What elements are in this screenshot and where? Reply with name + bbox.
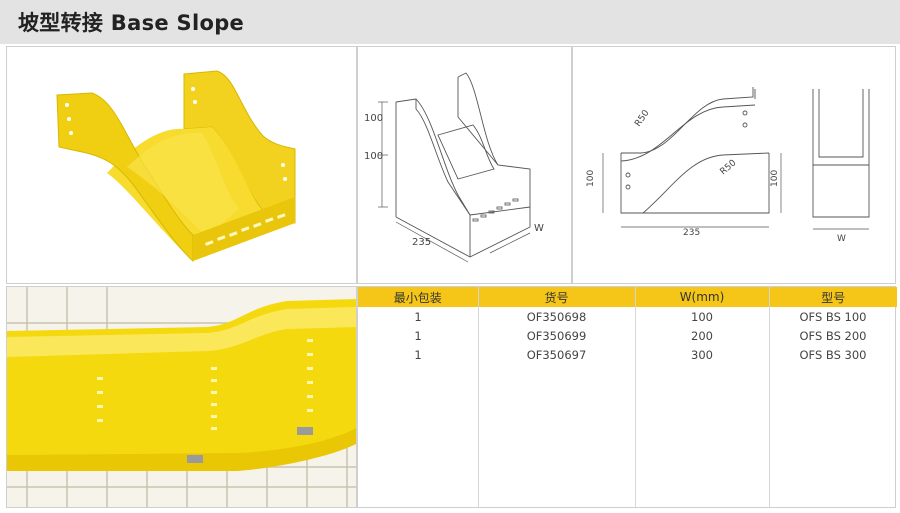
dim-height-top: 100: [364, 113, 383, 124]
dim-height-mid: 100: [364, 151, 383, 162]
spec-table: 最小包装 货号 W(mm) 型号 1 OF350698 100 OFS BS 1…: [357, 286, 897, 508]
radius-top-label: R50: [633, 108, 652, 128]
table-header-row: 最小包装 货号 W(mm) 型号: [358, 287, 897, 307]
dim-length: 235: [412, 237, 431, 248]
header-item-number: 货号: [478, 287, 636, 307]
slot-holes: [204, 213, 286, 246]
length-label: 235: [683, 228, 700, 238]
cell-model: OFS BS 200: [799, 328, 867, 343]
column-divider: [478, 287, 479, 507]
cell-width: 300: [691, 347, 713, 362]
cell-min-package: 1: [414, 347, 422, 362]
installation-photo: [6, 286, 357, 508]
header-width: W(mm): [635, 287, 770, 307]
table-row: 1 OF350698 100 OFS BS 100: [358, 307, 897, 326]
cell-model: OFS BS 100: [799, 309, 867, 324]
radius-bottom-label: R50: [719, 158, 739, 177]
mount-holes: [65, 87, 287, 181]
cell-model: OFS BS 300: [799, 347, 867, 362]
table-row: 1 OF350697 300 OFS BS 300: [358, 345, 897, 364]
cell-width: 100: [691, 309, 713, 324]
column-divider: [635, 287, 636, 507]
isometric-drawing: 100 100 235 W: [357, 46, 572, 284]
height-right-label: 100: [770, 170, 780, 187]
cell-min-package: 1: [414, 309, 422, 324]
cell-item-number: OF350697: [526, 347, 587, 362]
cell-width: 200: [691, 328, 713, 343]
cell-item-number: OF350698: [526, 309, 587, 324]
installation-illustration: [7, 287, 356, 507]
dim-width: W: [534, 223, 544, 234]
side-view-drawing: R50 R50 100 100 235 W: [572, 46, 896, 284]
end-width-label: W: [837, 234, 846, 244]
isometric-drawing-svg: 100 100 235 W: [364, 72, 544, 263]
column-divider: [769, 287, 770, 507]
header-min-package: 最小包装: [358, 287, 479, 307]
header-model: 型号: [769, 287, 897, 307]
side-view-drawing-svg: R50 R50 100 100 235 W: [586, 87, 870, 244]
cell-min-package: 1: [414, 328, 422, 343]
page-header: 坡型转接 Base Slope: [0, 0, 900, 44]
cell-item-number: OF350699: [526, 328, 587, 343]
height-left-label: 100: [586, 170, 596, 187]
page-title: 坡型转接 Base Slope: [18, 11, 245, 35]
product-photo: [6, 46, 357, 284]
table-row: 1 OF350699 200 OFS BS 200: [358, 326, 897, 345]
base-slope-illustration: [56, 70, 296, 263]
